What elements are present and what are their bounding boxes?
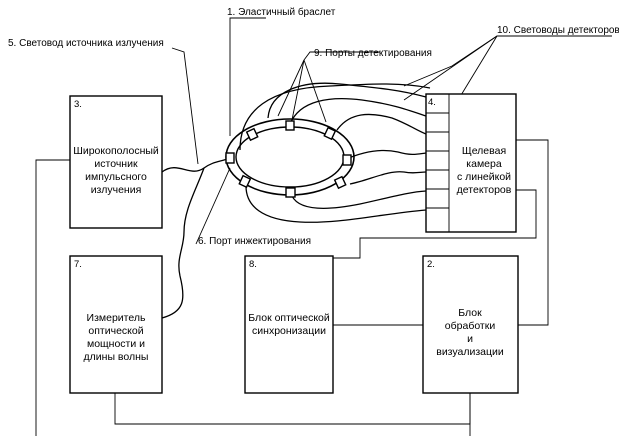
- block-4-camera: [425, 93, 517, 233]
- leader-9c: [303, 59, 327, 123]
- block-2-number: 2.: [427, 259, 435, 270]
- leader-9a: [277, 59, 305, 117]
- detection-port-5: [333, 175, 347, 190]
- block-8-sync: [244, 255, 334, 394]
- block-2-line1: Блок: [458, 307, 482, 319]
- block-8-line1: Блок оптической: [248, 312, 330, 324]
- detector-fiber-4: [343, 149, 427, 161]
- block-7-meter: [69, 255, 163, 394]
- block-2-line4: визуализации: [436, 346, 504, 358]
- block-4-line1: Щелевая: [462, 145, 506, 157]
- leader-9b: [291, 59, 305, 121]
- block-8-number: 8.: [249, 259, 257, 270]
- block-3-line2: источник: [94, 158, 138, 170]
- label-1-bracelet: 1. Эластичный браслет: [227, 6, 336, 18]
- leader-6: [195, 167, 231, 245]
- block-7-line4: длины волны: [84, 351, 149, 363]
- connector-block3-to-bottom: [35, 159, 70, 436]
- leader-9-base: [303, 51, 380, 61]
- source-fiber: [161, 157, 231, 173]
- block-4-line4: детекторов: [457, 184, 512, 196]
- detector-fiber-6: [291, 190, 427, 210]
- detector-fiber-3: [336, 113, 427, 135]
- block-3-line3: импульсного: [85, 171, 147, 183]
- block-7-line1: Измеритель: [87, 312, 146, 324]
- connector-block7-to-block2: [114, 393, 471, 425]
- block-2-processing: [422, 255, 519, 394]
- detection-port-2: [245, 127, 259, 142]
- detection-port-7: [238, 174, 252, 189]
- block-3-source: [69, 95, 163, 229]
- leader-5: [171, 47, 199, 165]
- detector-fiber-1: [267, 82, 427, 119]
- detector-fiber-8: [239, 83, 431, 151]
- meter-fiber: [161, 167, 205, 319]
- block-3-line4: излучения: [91, 184, 142, 196]
- leader-10b: [403, 35, 498, 101]
- block-2-line2: обработки: [445, 320, 496, 332]
- detector-fiber-2: [289, 98, 427, 125]
- detector-fiber-7: [245, 185, 427, 223]
- detection-port-3: [323, 126, 337, 141]
- label-6-injection-port: 6. Порт инжектирования: [198, 236, 311, 247]
- block-7-line3: мощности и: [87, 338, 145, 350]
- block-3-number: 3.: [74, 99, 82, 110]
- label-10-detector-fibers: 10. Световоды детекторов: [497, 25, 619, 36]
- leader-1: [229, 17, 266, 136]
- injection-port: [225, 152, 235, 164]
- detector-fiber-5: [349, 171, 427, 185]
- label-9-detection-ports: 9. Порты детектирования: [314, 48, 432, 59]
- detection-port-1: [285, 120, 295, 131]
- connector-block4-to-block2: [515, 139, 549, 326]
- block-8-line2: синхронизации: [252, 325, 326, 337]
- block-7-line2: оптической: [88, 325, 143, 337]
- label-5-source-fiber: 5. Световод источника излучения: [8, 38, 164, 49]
- connector-block4-to-block8: [245, 189, 537, 259]
- block-4-line3: с линейкой: [457, 171, 511, 183]
- block-2-line3: и: [467, 333, 473, 345]
- block-4-line2: камера: [466, 158, 502, 170]
- block-4-number: 4.: [428, 97, 436, 108]
- block-7-number: 7.: [74, 259, 82, 270]
- block-3-line1: Широкополосный: [73, 145, 159, 157]
- detection-port-4: [342, 154, 352, 166]
- detection-port-6: [285, 187, 296, 198]
